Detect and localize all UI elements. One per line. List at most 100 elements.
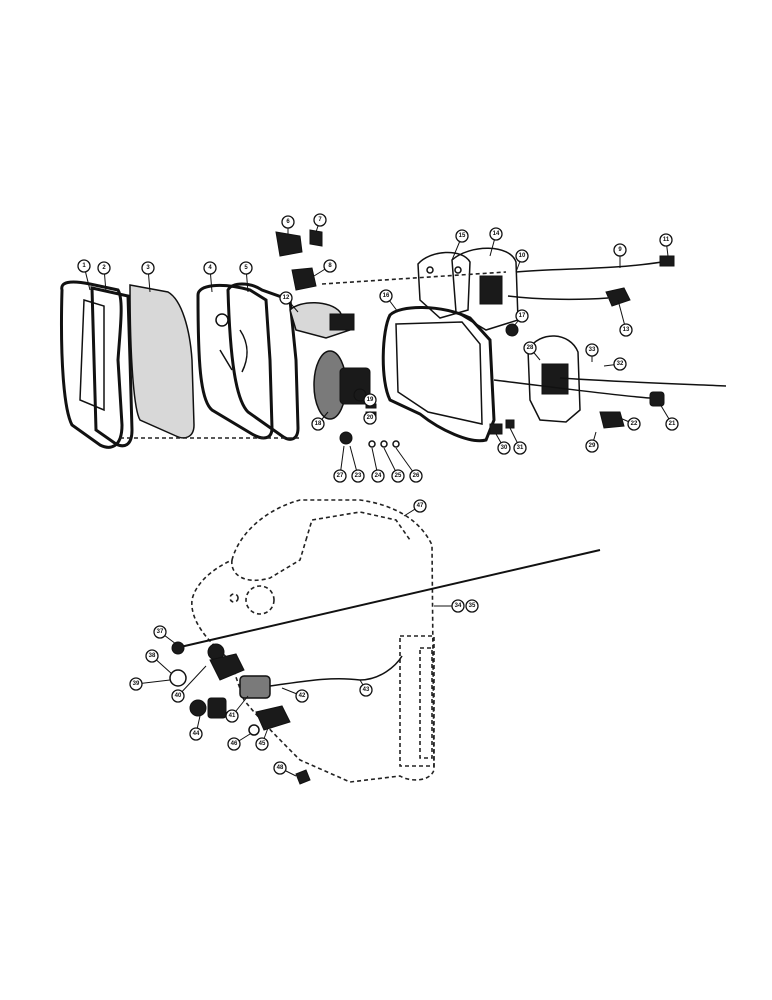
callout-bubble-33 bbox=[585, 343, 599, 357]
panel-outline-47 bbox=[191, 499, 435, 783]
callout-13: 13 bbox=[619, 323, 633, 337]
callout-25: 25 bbox=[391, 469, 405, 483]
callout-28: 28 bbox=[523, 341, 537, 355]
callout-11: 11 bbox=[659, 233, 673, 247]
callout-number-11: 11 bbox=[663, 237, 670, 243]
callout-number-13: 13 bbox=[623, 327, 630, 333]
callout-33: 33 bbox=[585, 343, 599, 357]
callout-bubble-20 bbox=[363, 411, 377, 425]
callout-bubble-34 bbox=[451, 599, 465, 613]
callout-40: 40 bbox=[171, 689, 185, 703]
wire-42-43 bbox=[269, 655, 403, 687]
callout-number-18: 18 bbox=[315, 421, 322, 427]
callout-45: 45 bbox=[255, 737, 269, 751]
callout-30: 30 bbox=[497, 441, 511, 455]
callout-37: 37 bbox=[153, 625, 167, 639]
callout-3: 3 bbox=[141, 261, 155, 275]
switch-38-40 bbox=[169, 643, 245, 687]
screw-48 bbox=[295, 769, 311, 785]
callout-bubble-12 bbox=[279, 291, 293, 305]
dial-plate-5 bbox=[226, 282, 300, 441]
callout-number-31: 31 bbox=[517, 445, 524, 451]
callout-bubble-3 bbox=[141, 261, 155, 275]
cable-21 bbox=[493, 379, 665, 407]
callout-20: 20 bbox=[363, 411, 377, 425]
callout-21: 21 bbox=[665, 417, 679, 431]
callout-27: 27 bbox=[333, 469, 347, 483]
callout-34: 34 bbox=[451, 599, 465, 613]
callout-bubble-38 bbox=[145, 649, 159, 663]
callout-9: 9 bbox=[613, 243, 627, 257]
callout-17: 17 bbox=[515, 309, 529, 323]
callout-number-38: 38 bbox=[149, 653, 156, 659]
callout-number-8: 8 bbox=[328, 263, 332, 269]
lighter-41-44 bbox=[189, 675, 271, 719]
callout-bubble-14 bbox=[489, 227, 503, 241]
callout-bubble-40 bbox=[171, 689, 185, 703]
callout-bubble-25 bbox=[391, 469, 405, 483]
callout-22: 22 bbox=[627, 417, 641, 431]
callout-number-21: 21 bbox=[669, 421, 676, 427]
long-rod-34-35 bbox=[175, 549, 601, 649]
callout-bubble-18 bbox=[311, 417, 325, 431]
callout-47: 47 bbox=[413, 499, 427, 513]
callout-bubble-28 bbox=[523, 341, 537, 355]
callout-number-15: 15 bbox=[459, 233, 466, 239]
callout-number-26: 26 bbox=[413, 473, 420, 479]
callout-bubble-8 bbox=[323, 259, 337, 273]
callout-number-48: 48 bbox=[277, 765, 284, 771]
callout-bubble-27 bbox=[333, 469, 347, 483]
callout-bubble-24 bbox=[371, 469, 385, 483]
callout-bubble-43 bbox=[359, 683, 373, 697]
callout-bubble-46 bbox=[227, 737, 241, 751]
callout-number-34: 34 bbox=[455, 603, 462, 609]
callout-number-12: 12 bbox=[283, 295, 290, 301]
callout-number-4: 4 bbox=[208, 265, 212, 271]
callout-10: 10 bbox=[515, 249, 529, 263]
switch-45-46 bbox=[248, 705, 291, 736]
callout-bubble-39 bbox=[129, 677, 143, 691]
callout-number-20: 20 bbox=[367, 415, 374, 421]
callout-19: 19 bbox=[363, 393, 377, 407]
callout-leader-40 bbox=[177, 665, 207, 697]
callout-24: 24 bbox=[371, 469, 385, 483]
callout-bubble-2 bbox=[97, 261, 111, 275]
gauge-12 bbox=[289, 302, 355, 339]
callout-4: 4 bbox=[203, 261, 217, 275]
callout-38: 38 bbox=[145, 649, 159, 663]
callout-number-3: 3 bbox=[146, 265, 150, 271]
callout-bubble-6 bbox=[281, 215, 295, 229]
callout-bubble-31 bbox=[513, 441, 527, 455]
callout-39: 39 bbox=[129, 677, 143, 691]
callout-bubble-37 bbox=[153, 625, 167, 639]
callout-number-41: 41 bbox=[229, 713, 236, 719]
callout-6: 6 bbox=[281, 215, 295, 229]
callout-number-28: 28 bbox=[527, 345, 534, 351]
callout-2: 2 bbox=[97, 261, 111, 275]
callout-44: 44 bbox=[189, 727, 203, 741]
callout-bubble-1 bbox=[77, 259, 91, 273]
callout-18: 18 bbox=[311, 417, 325, 431]
callout-41: 41 bbox=[225, 709, 239, 723]
callout-42: 42 bbox=[295, 689, 309, 703]
callout-bubble-45 bbox=[255, 737, 269, 751]
callout-46: 46 bbox=[227, 737, 241, 751]
gasket-15 bbox=[417, 251, 471, 319]
callout-number-40: 40 bbox=[175, 693, 182, 699]
callout-number-10: 10 bbox=[519, 253, 526, 259]
cover-28 bbox=[527, 335, 581, 423]
callout-bubble-23 bbox=[351, 469, 365, 483]
callout-23: 23 bbox=[351, 469, 365, 483]
callout-5: 5 bbox=[239, 261, 253, 275]
callout-number-39: 39 bbox=[133, 681, 140, 687]
callout-bubble-10 bbox=[515, 249, 529, 263]
callout-number-7: 7 bbox=[318, 217, 322, 223]
connector-13 bbox=[605, 287, 631, 307]
callout-26: 26 bbox=[409, 469, 423, 483]
callout-48: 48 bbox=[273, 761, 287, 775]
callout-bubble-44 bbox=[189, 727, 203, 741]
callout-number-19: 19 bbox=[367, 397, 374, 403]
clip-8 bbox=[291, 267, 317, 291]
callout-bubble-22 bbox=[627, 417, 641, 431]
